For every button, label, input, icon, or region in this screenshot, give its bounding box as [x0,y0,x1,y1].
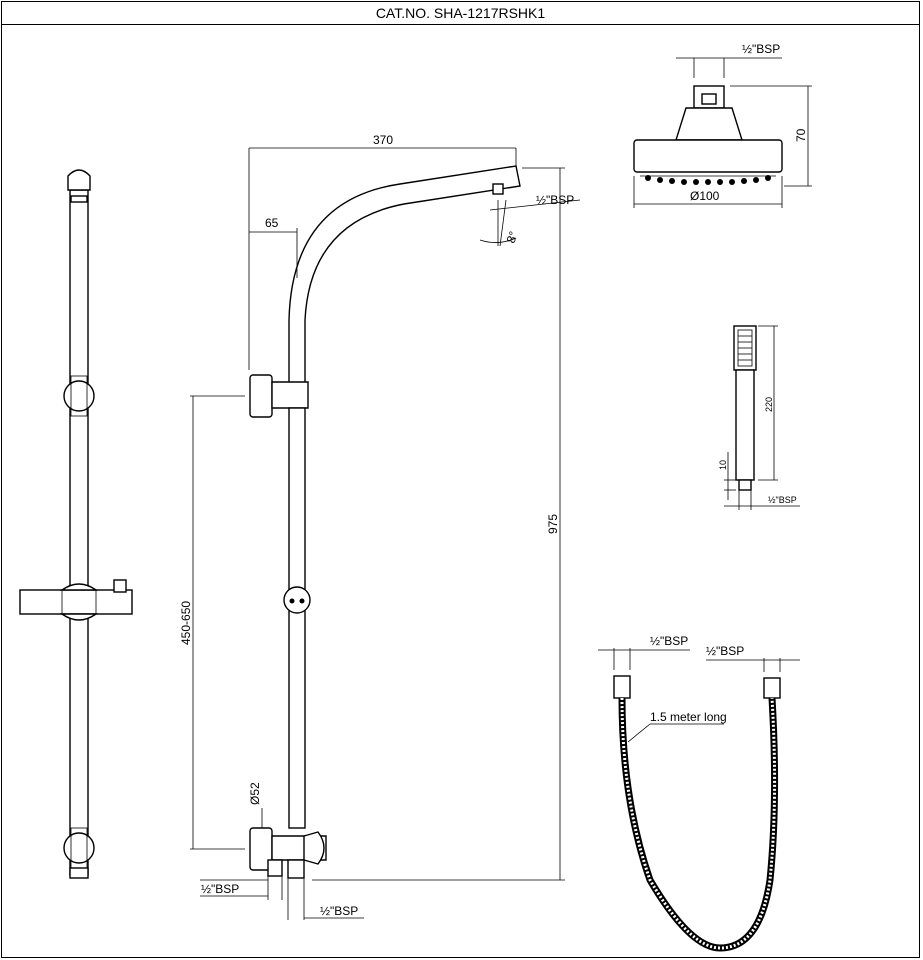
arm-outlet [492,183,504,195]
dim-arm-bsp: ½"BSP [536,193,574,207]
shower-column-view: 370 65 975 450-650 Ø52 ½"BSP 8° [179,133,581,920]
hand-shower-neck-length: 10 [718,460,728,470]
dim-arm-offset: 65 [265,216,279,230]
head-bsp: ½"BSP [742,42,780,56]
hand-shower-view: 220 10 ½"BSP [718,325,800,510]
hose-length-note: 1.5 meter long [650,710,727,724]
rail-wall-bracket-bottom [63,832,95,864]
head-disc [633,139,783,173]
hose-bsp-right: ½"BSP [706,644,744,658]
column-mid-bracket [283,586,311,614]
catalog-number: CAT.NO. SHA-1217RSHK1 [375,5,546,21]
hose-bsp-left: ½"BSP [650,634,688,648]
hand-shower-bsp: ½"BSP [768,495,797,505]
head-nozzles [645,175,771,185]
hand-shower-neck [738,479,752,491]
dim-arm-length: 370 [373,133,393,147]
rail-tube [69,189,89,876]
hand-shower-length: 220 [764,397,774,412]
shower-head-view: ½"BSP 70 Ø100 [633,42,812,208]
rail-slider-holder [19,589,133,615]
hose-end-cone [613,675,631,699]
arm-bracket-body [271,381,309,409]
rail-top-ring [70,195,88,203]
diverter-outlet-left [267,859,283,877]
rail-wall-bracket-top [63,380,95,412]
head-diameter: Ø100 [690,189,720,203]
column-tube [288,407,306,829]
rail-bottom-cap [69,867,89,879]
drawing-frame [1,25,920,958]
head-height: 70 [794,128,808,142]
hose-body [618,697,779,952]
diverter-outlet-right [287,859,305,879]
rail-bracket-body-top [70,375,88,417]
title-bar: CAT.NO. SHA-1217RSHK1 [1,1,920,25]
dim-base-diameter: Ø52 [248,782,262,805]
slide-rail-view [19,169,133,879]
hand-shower-handle [735,369,755,481]
dim-inlet-bsp-bottom: ½"BSP [320,904,358,918]
dim-inlet-bsp-left: ½"BSP [201,882,239,896]
dim-angle: 8° [504,229,521,245]
curved-arm [288,165,521,391]
rail-top-cap [67,169,91,191]
slider-knob [113,579,127,593]
dim-height-range: 450-650 [179,601,193,645]
head-neck [675,107,743,141]
dim-total-height: 975 [546,514,560,534]
arm-wall-flange [249,374,273,418]
hose-view: ½"BSP ½"BSP 1.5 meter long [598,634,800,952]
hose-end-nut [763,677,781,699]
